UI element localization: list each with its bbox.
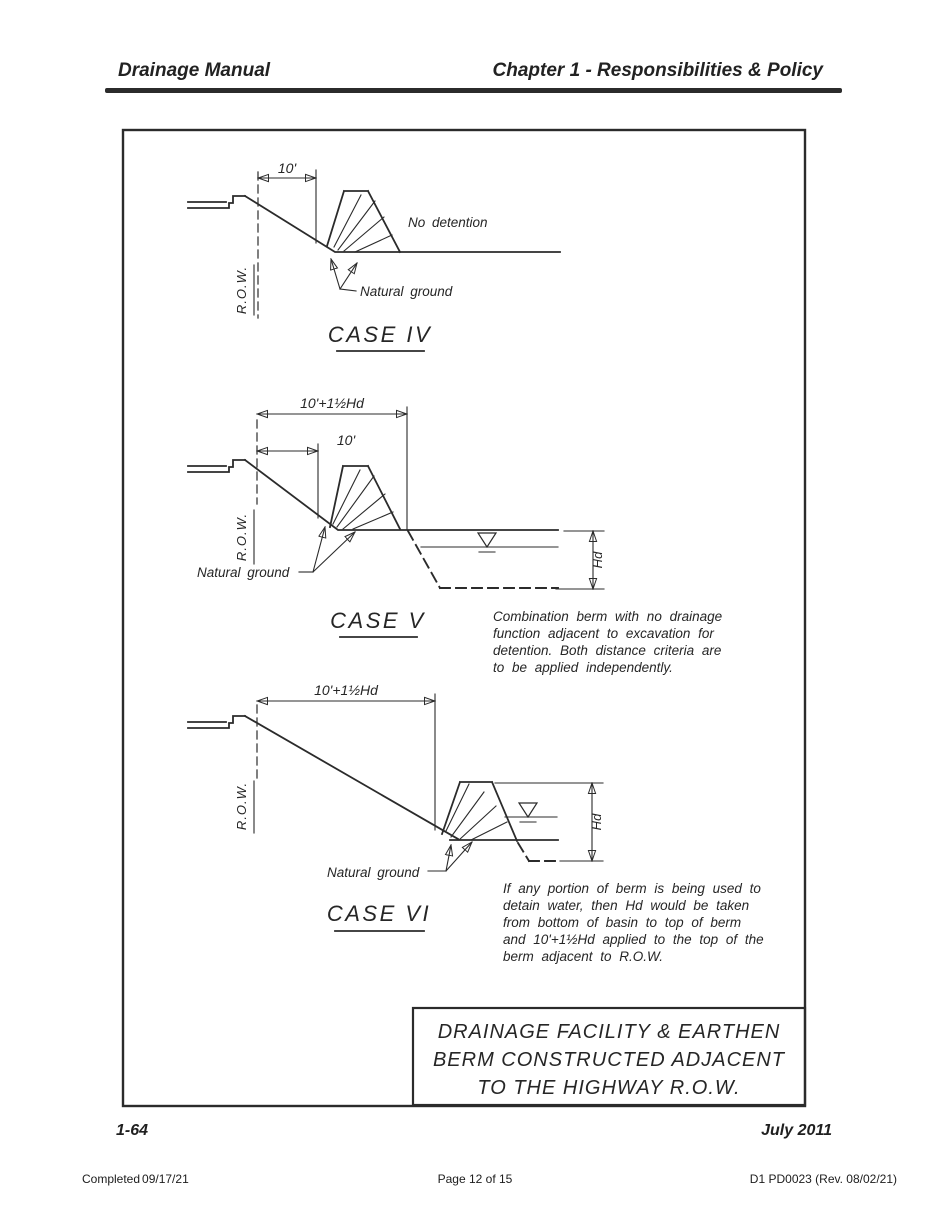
case4-row-label: R.O.W. <box>234 266 249 314</box>
figure-title-block: DRAINAGE FACILITY & EARTHEN BERM CONSTRU… <box>411 1006 807 1107</box>
water-level-icon <box>517 802 539 819</box>
case4-berm <box>325 189 402 254</box>
case6-leader-arrow-1 <box>446 845 451 872</box>
case4-no-detention-label: No detention <box>408 215 488 230</box>
case4-diagram: 10' R.O.W. No detention Natural ground C… <box>187 160 561 352</box>
completed-date: 09/17/21 <box>142 1172 189 1186</box>
case5-row-label: R.O.W. <box>234 513 249 561</box>
title-block-border <box>411 1006 807 1107</box>
case5-leader-arrow-1 <box>312 527 325 573</box>
case6-note-line-5: berm adjacent to R.O.W. <box>503 949 663 964</box>
case6-berm-hatch <box>445 783 508 841</box>
case6-note-line-3: from bottom of basin to top of berm <box>503 915 741 930</box>
case4-title: CASE IV <box>328 322 432 347</box>
case6-hd-label: Hd <box>589 813 604 830</box>
completed-label: Completed <box>82 1172 141 1186</box>
header-rule <box>105 88 842 93</box>
page-number: 1-64 <box>116 1122 149 1139</box>
water-level-icon <box>476 532 498 549</box>
case6-dim-total-label: 10'+1½Hd <box>314 682 379 698</box>
case6-note-line-4: and 10'+1½Hd applied to the top of the <box>503 932 764 947</box>
case5-note-line-1: Combination berm with no drainage <box>493 609 722 624</box>
title-block-line-3: TO THE HIGHWAY R.O.W. <box>477 1077 740 1099</box>
case6-title: CASE VI <box>327 901 431 926</box>
case5-berm-hatch <box>332 469 394 530</box>
case6-excavation-dashed <box>516 841 561 863</box>
case4-dim-10-label: 10' <box>278 160 298 176</box>
case6-note-line-1: If any portion of berm is being used to <box>503 881 761 896</box>
page-indicator: Page 12 of 15 <box>437 1172 513 1186</box>
case5-berm <box>328 464 402 531</box>
manual-title: Drainage Manual <box>118 60 271 81</box>
case5-hd-label: Hd <box>590 551 605 568</box>
case5-note-line-2: function adjacent to excavation for <box>493 626 714 641</box>
case4-pavement-edge <box>187 195 246 209</box>
case5-dim-10-label: 10' <box>337 432 357 448</box>
case6-berm <box>440 780 519 843</box>
issue-date: July 2011 <box>761 1122 832 1139</box>
case6-slope <box>243 714 460 841</box>
case4-natural-ground-label: Natural ground <box>360 284 453 299</box>
case6-note-line-2: detain water, then Hd would be taken <box>503 898 749 913</box>
title-block-line-1: DRAINAGE FACILITY & EARTHEN <box>438 1021 781 1043</box>
case5-leader-arrow-2 <box>312 532 355 573</box>
case6-leader-arrow-2 <box>445 842 472 872</box>
case5-natural-ground-label: Natural ground <box>197 565 290 580</box>
case6-diagram: 10'+1½Hd R.O.W. Hd Natural ground CASE V… <box>187 682 764 964</box>
case4-leader <box>339 288 357 292</box>
title-block-line-2: BERM CONSTRUCTED ADJACENT <box>433 1049 786 1071</box>
document-reference: D1 PD0023 (Rev. 08/02/21) <box>749 1172 897 1186</box>
case4-leader-arrow-1 <box>331 259 341 290</box>
case5-note-line-3: detention. Both distance criteria are <box>493 643 721 658</box>
case5-title: CASE V <box>330 608 426 633</box>
case6-pavement-edge <box>187 715 246 729</box>
case5-pavement-edge <box>187 459 246 473</box>
case4-leader-arrow-2 <box>339 263 357 290</box>
case5-excavation-dashed <box>406 529 559 590</box>
case4-slope-and-ground <box>243 194 561 253</box>
case5-note-line-4: to be applied independently. <box>493 660 673 675</box>
case6-natural-ground-label: Natural ground <box>327 865 420 880</box>
case4-berm-hatch <box>333 194 393 253</box>
case5-slope-and-ground <box>243 458 559 531</box>
case6-row-label: R.O.W. <box>234 782 249 830</box>
chapter-title: Chapter 1 - Responsibilities & Policy <box>492 60 823 81</box>
case5-dim-total-label: 10'+1½Hd <box>300 395 365 411</box>
case5-diagram: 10'+1½Hd 10' R.O.W. Hd Natural ground <box>187 395 722 675</box>
